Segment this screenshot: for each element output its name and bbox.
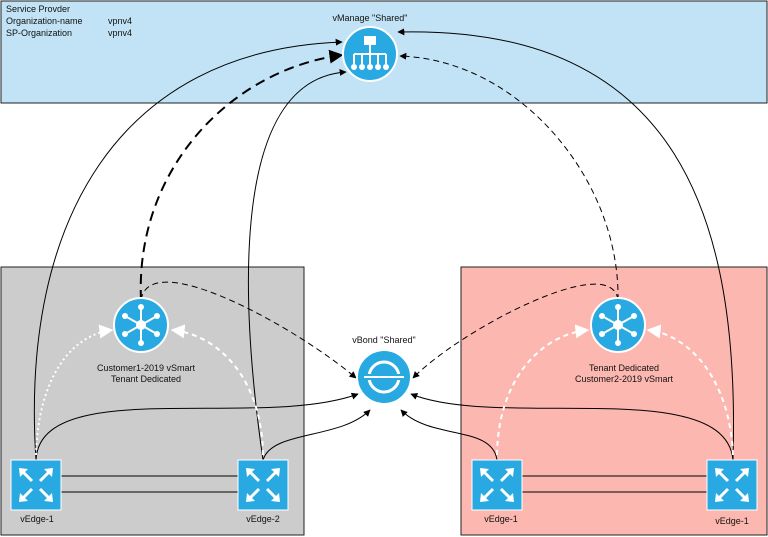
c2-vedge-right-label: vEdge-1: [715, 516, 749, 526]
link-c2-vedge-right-vbond: [410, 393, 734, 461]
vbond-label: vBond "Shared": [352, 335, 415, 345]
link-c1-vsmart-vbond: [140, 281, 357, 379]
vedge-router-icon: [10, 459, 62, 511]
link-c2-vedge-left-vsmart: [496, 324, 590, 456]
vedge-router-icon: [471, 459, 523, 511]
link-c2-vsmart-vmanage: [399, 52, 619, 301]
c1-vsmart-label-line1: Customer1-2019 vSmart: [97, 363, 196, 373]
c2-vsmart-label-line2: Customer2-2019 vSmart: [575, 374, 674, 384]
link-c2-vedge-right-vmanage: [397, 28, 734, 461]
vedge-router-icon: [237, 459, 289, 511]
c1-vedge1-label: vEdge-1: [20, 514, 54, 524]
link-c1-vedge2-vsmart: [170, 324, 264, 456]
provider-org-name-value: vpnv4: [108, 16, 132, 26]
link-c1-vedge1-vmanage: [33, 38, 343, 461]
link-c1-vedge2-vbond: [262, 409, 371, 461]
c2-vedge-left-node[interactable]: [471, 459, 523, 511]
vbond-node[interactable]: [356, 349, 412, 405]
link-c1-vsmart-vmanage: [139, 49, 344, 301]
c1-vedge2-node[interactable]: [237, 459, 289, 511]
provider-title: Service Provder: [6, 4, 70, 14]
provider-sp-org-key: SP-Organization: [6, 28, 72, 38]
link-c1-vedge1-vsmart: [35, 324, 114, 456]
c2-vedge-left-label: vEdge-1: [484, 514, 518, 524]
vmanage-node[interactable]: [342, 26, 398, 82]
c1-vsmart-label-line2: Tenant Dedicated: [111, 374, 181, 384]
c2-vsmart-node[interactable]: [590, 297, 646, 353]
provider-sp-org-value: vpnv4: [108, 28, 132, 38]
c2-vedge-right-node[interactable]: [706, 459, 758, 511]
link-c2-vedge-right-vsmart: [646, 324, 734, 456]
c2-vsmart-label-line1: Tenant Dedicated: [589, 363, 659, 373]
link-c1-vedge2-vmanage: [247, 68, 347, 461]
link-c1-vedge1-vbond: [35, 392, 359, 461]
c1-vedge1-node[interactable]: [10, 459, 62, 511]
provider-org-name-key: Organization-name: [6, 16, 83, 26]
c1-vedge2-label: vEdge-2: [246, 514, 280, 524]
vedge-router-icon: [706, 459, 758, 511]
vmanage-label: vManage "Shared": [333, 13, 408, 23]
c1-vsmart-node[interactable]: [113, 297, 169, 353]
link-c2-vedge-left-vbond: [400, 409, 498, 461]
